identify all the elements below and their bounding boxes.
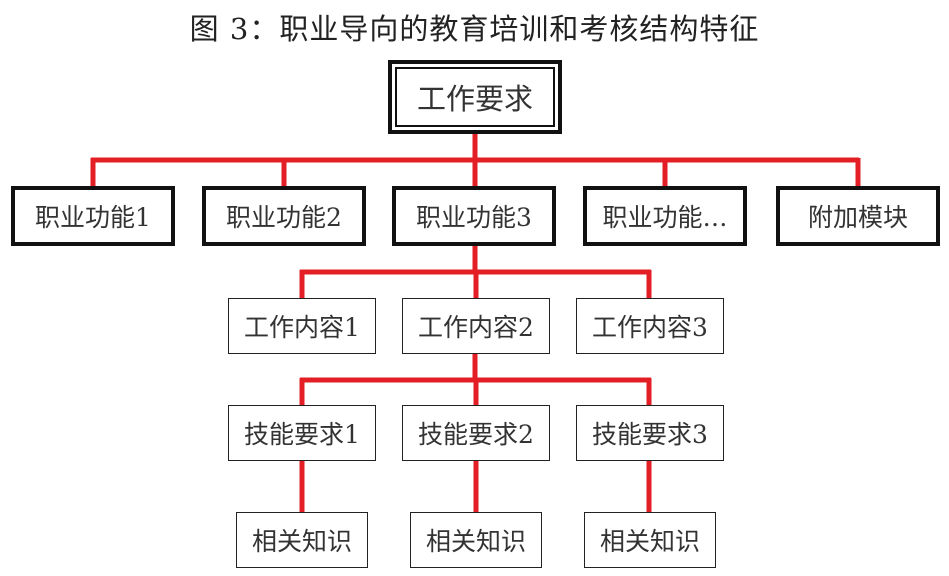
knowledge-node-2: 相关知识 [410, 512, 542, 568]
work-content-node-3: 工作内容3 [576, 298, 724, 354]
function-node-2: 职业功能2 [202, 186, 366, 246]
function-node-more: 职业功能… [583, 186, 747, 246]
function-node-1: 职业功能1 [11, 186, 175, 246]
root-node-work-requirements: 工作要求 [388, 60, 562, 134]
knowledge-node-3: 相关知识 [584, 512, 716, 568]
skill-node-3: 技能要求3 [576, 405, 724, 461]
root-node-label: 工作要求 [395, 67, 555, 127]
work-content-node-2: 工作内容2 [402, 298, 550, 354]
skill-node-2: 技能要求2 [402, 405, 550, 461]
work-content-node-1: 工作内容1 [228, 298, 376, 354]
function-node-additional-module: 附加模块 [776, 186, 940, 246]
skill-node-1: 技能要求1 [228, 405, 376, 461]
knowledge-node-1: 相关知识 [236, 512, 368, 568]
diagram-title: 图 3：职业导向的教育培训和考核结构特征 [189, 12, 760, 46]
function-node-3: 职业功能3 [392, 186, 556, 246]
